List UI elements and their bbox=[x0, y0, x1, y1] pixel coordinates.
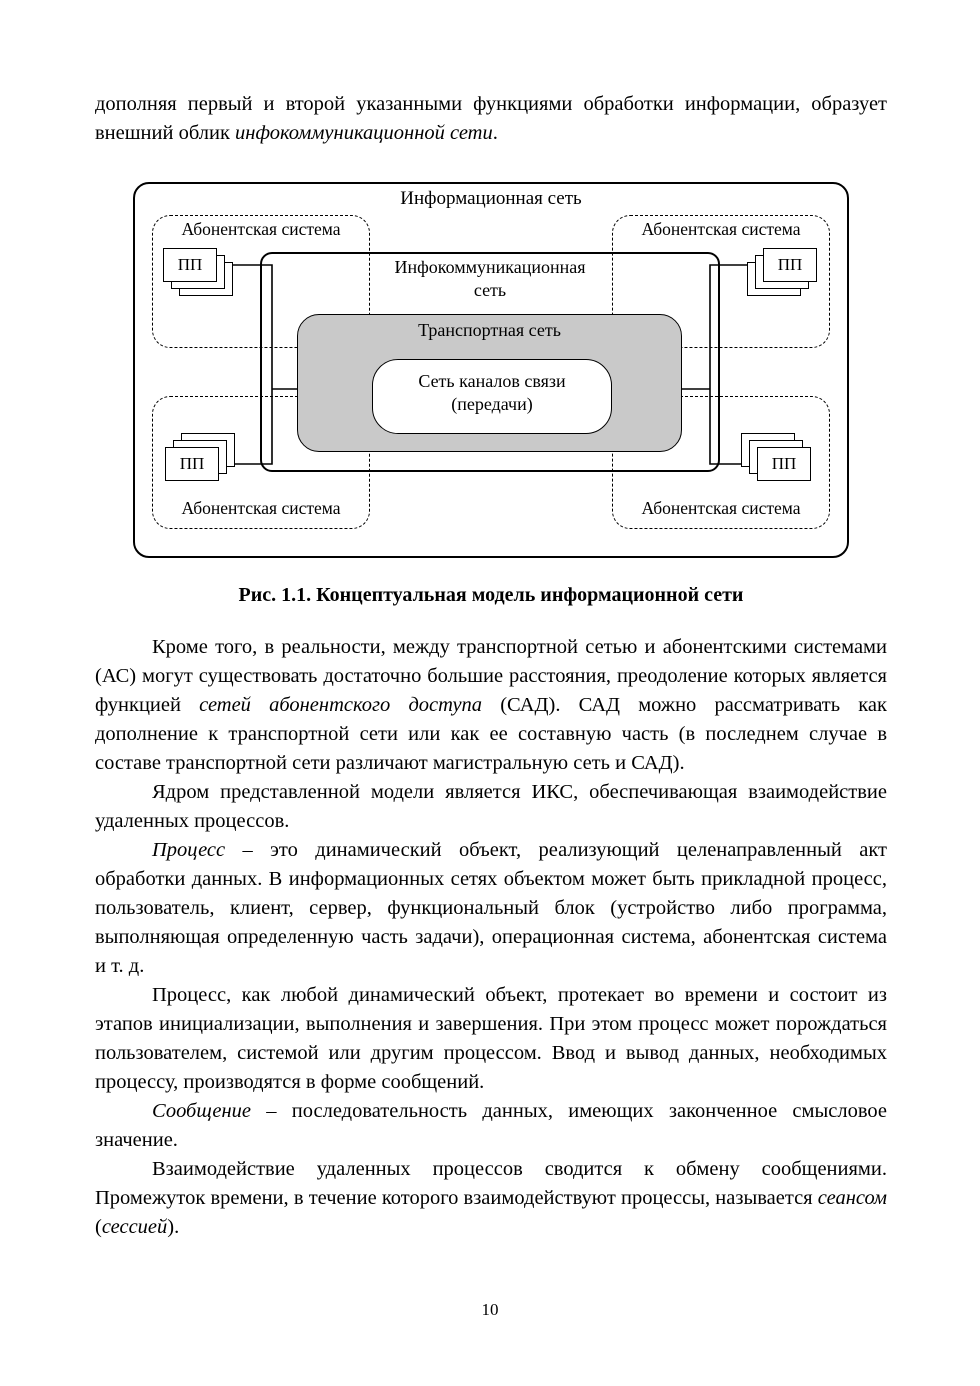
paragraph: Ядром представленной модели является ИКС… bbox=[95, 778, 887, 836]
connector-lines bbox=[217, 264, 765, 465]
text-run: Ядром представленной модели является ИКС… bbox=[95, 781, 887, 832]
text-run: ( bbox=[95, 1216, 102, 1238]
subscriber-system-label-top-left: Абонентская система bbox=[181, 219, 341, 239]
pp-terminal-stack-bottom-right: ПП bbox=[741, 433, 811, 481]
text-run: – последовательность данных, имеющих зак… bbox=[95, 1100, 887, 1151]
subscriber-system-label-bottom-left: Абонентская система bbox=[181, 498, 341, 518]
pp-terminal-label: ПП bbox=[163, 248, 217, 282]
subscriber-system-label-top-right: Абонентская система bbox=[641, 219, 801, 239]
paragraph: Кроме того, в реальности, между транспор… bbox=[95, 633, 887, 778]
transport-network-label: Транспортная сеть bbox=[418, 320, 561, 340]
text-run: . bbox=[492, 122, 498, 144]
paragraph-intro: дополняя первый и второй указанными функ… bbox=[95, 90, 887, 148]
paragraph: Взаимодействие удаленных процессов своди… bbox=[95, 1155, 887, 1242]
italic-term-session-alt: сессией bbox=[101, 1216, 168, 1238]
infocomm-network-label-line1: Инфокоммуникационная bbox=[394, 257, 586, 277]
text-run: (САД). САД можно рассматривать как допол… bbox=[95, 694, 887, 774]
pp-terminal-stack-top-left: ПП bbox=[163, 248, 233, 296]
channels-network-label-line1: Сеть каналов связи bbox=[418, 371, 566, 391]
paragraph: Сообщение – последовательность данных, и… bbox=[95, 1097, 887, 1155]
italic-term-process: Процесс bbox=[152, 839, 226, 861]
infocomm-network-box bbox=[260, 252, 720, 472]
book-page: дополняя первый и второй указанными функ… bbox=[95, 90, 887, 1242]
text-run: Взаимодействие удаленных процессов своди… bbox=[95, 1158, 887, 1209]
connector-left-trunk bbox=[217, 264, 273, 465]
infocomm-network-label-line2: сеть bbox=[473, 280, 507, 301]
subscriber-system-box-bottom-right bbox=[612, 396, 830, 529]
text-run: дополняя первый и второй указанными функ… bbox=[95, 93, 887, 144]
pp-terminal-stack-bottom-left: ПП bbox=[165, 433, 235, 481]
pp-terminal-stack-top-right: ПП bbox=[747, 248, 817, 296]
infocomm-network-label: Инфокоммуникационная сеть bbox=[260, 256, 720, 302]
subscriber-system-label-bottom-right: Абонентская система bbox=[641, 498, 801, 518]
paragraph: Процесс – это динамический объект, реали… bbox=[95, 836, 887, 981]
text-run: ). bbox=[167, 1216, 180, 1238]
italic-term-subscriber-access-networks: сетей абонентского доступа bbox=[199, 694, 483, 716]
channels-network-label: Сеть каналов связи (передачи) bbox=[372, 370, 612, 416]
connector-right-trunk bbox=[709, 264, 765, 465]
text-run: – это динамический объект, реализующий ц… bbox=[95, 839, 887, 977]
figure-caption: Рис. 1.1. Концептуальная модель информац… bbox=[238, 584, 744, 606]
figure-1-1-diagram: ПП ПП ПП ПП Информационная сеть Абонентс… bbox=[133, 182, 849, 558]
pp-terminal-label: ПП bbox=[763, 248, 817, 282]
channels-network-label-line2: (передачи) bbox=[451, 394, 533, 415]
text-run: Кроме того, в реальности, между транспор… bbox=[95, 636, 887, 716]
pp-terminal-label: ПП bbox=[165, 447, 219, 481]
page-number: 10 bbox=[481, 1300, 499, 1319]
italic-term-session: сеансом bbox=[817, 1187, 887, 1209]
pp-terminal-label: ПП bbox=[757, 447, 811, 481]
channels-network-box bbox=[372, 359, 612, 434]
information-network-label: Информационная сеть bbox=[400, 188, 582, 209]
text-run: Процесс, как любой динамический объект, … bbox=[95, 984, 887, 1093]
italic-term-infocomm-network: инфокоммуникационной сети bbox=[235, 122, 493, 144]
paragraph: Процесс, как любой динамический объект, … bbox=[95, 981, 887, 1097]
information-network-box bbox=[133, 182, 849, 558]
subscriber-system-box-top-right bbox=[612, 215, 830, 348]
italic-term-message: Сообщение bbox=[152, 1100, 251, 1122]
